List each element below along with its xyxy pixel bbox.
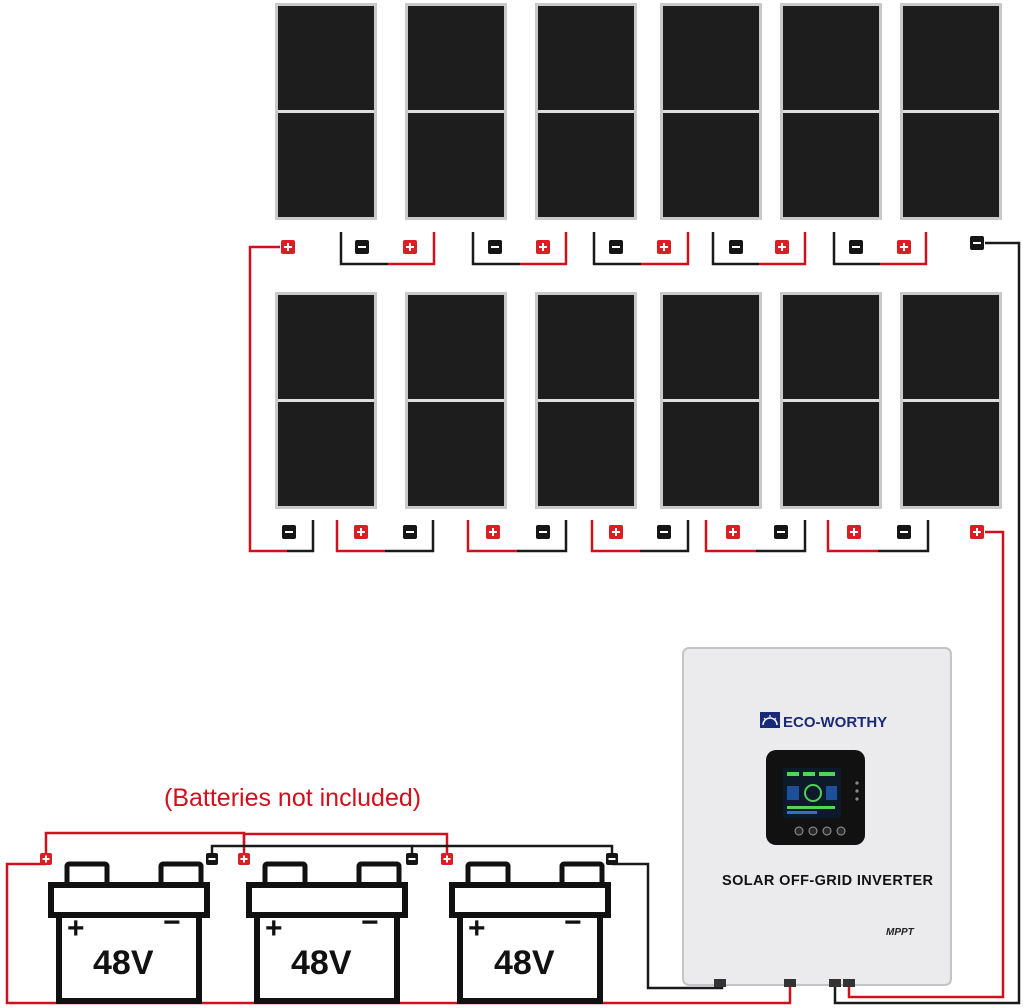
negative-terminal <box>282 525 296 539</box>
panel-row-1 <box>275 3 1002 220</box>
positive-terminal <box>281 240 295 254</box>
positive-terminal <box>847 525 861 539</box>
positive-terminal <box>40 853 52 865</box>
inverter-button <box>794 826 804 836</box>
positive-terminal <box>441 853 453 865</box>
inverter-button <box>808 826 818 836</box>
positive-terminal <box>775 240 789 254</box>
positive-terminal <box>536 240 550 254</box>
negative-terminal <box>729 240 743 254</box>
positive-terminal <box>486 525 500 539</box>
negative-terminal <box>403 525 417 539</box>
solar-panel <box>275 292 377 509</box>
solar-panel <box>535 292 637 509</box>
positive-terminal <box>726 525 740 539</box>
battery-voltage-label: 48V <box>93 944 154 982</box>
battery-terminals <box>40 853 618 865</box>
panel-wiring <box>248 232 1021 1005</box>
solar-panel <box>900 292 1002 509</box>
solar-panel <box>405 3 507 220</box>
negative-terminal <box>536 525 550 539</box>
sun-logo-icon <box>760 712 780 728</box>
positive-terminal <box>970 525 984 539</box>
battery-voltage-label: 48V <box>494 944 555 982</box>
battery: + − 48V <box>246 861 408 1004</box>
positive-terminal <box>238 853 250 865</box>
solar-panel <box>535 3 637 220</box>
solar-panel <box>660 292 762 509</box>
inverter-title: SOLAR OFF-GRID INVERTER <box>722 873 934 889</box>
negative-terminal <box>488 240 502 254</box>
battery: + − 48V <box>449 861 611 1004</box>
inverter: ECO-WORTHY SOLAR OFF-GRID INVERTER MPPT <box>682 647 952 987</box>
inverter-mppt-label: MPPT <box>886 927 915 938</box>
panel-terminals <box>281 236 984 539</box>
solar-panel <box>275 3 377 220</box>
battery: + − 48V <box>48 861 210 1004</box>
positive-terminal <box>354 525 368 539</box>
battery-plus-label: + <box>67 912 85 945</box>
battery-plus-label: + <box>265 912 283 945</box>
inverter-button <box>836 826 846 836</box>
solar-panel <box>780 3 882 220</box>
positive-terminal <box>897 240 911 254</box>
inverter-display <box>766 750 865 845</box>
battery-minus-label: − <box>564 906 582 939</box>
negative-terminal <box>970 236 984 250</box>
panel-row-2 <box>275 292 1002 509</box>
battery-voltage-label: 48V <box>291 944 352 982</box>
negative-terminal <box>206 853 218 865</box>
positive-terminal <box>403 240 417 254</box>
solar-panel <box>900 3 1002 220</box>
batteries-note: (Batteries not included) <box>164 784 421 812</box>
negative-terminal <box>355 240 369 254</box>
battery-plus-label: + <box>468 912 486 945</box>
battery-minus-label: − <box>163 906 181 939</box>
negative-terminal <box>849 240 863 254</box>
solar-panel <box>405 292 507 509</box>
negative-terminal <box>606 853 618 865</box>
positive-terminal <box>657 240 671 254</box>
negative-terminal <box>609 240 623 254</box>
negative-terminal <box>897 525 911 539</box>
positive-terminal <box>609 525 623 539</box>
inverter-brand: ECO-WORTHY <box>783 714 887 731</box>
battery-minus-label: − <box>361 906 379 939</box>
solar-panel <box>660 3 762 220</box>
negative-terminal <box>406 853 418 865</box>
negative-terminal <box>657 525 671 539</box>
negative-terminal <box>774 525 788 539</box>
solar-panel <box>780 292 882 509</box>
inverter-button <box>822 826 832 836</box>
solar-array <box>275 3 1002 509</box>
